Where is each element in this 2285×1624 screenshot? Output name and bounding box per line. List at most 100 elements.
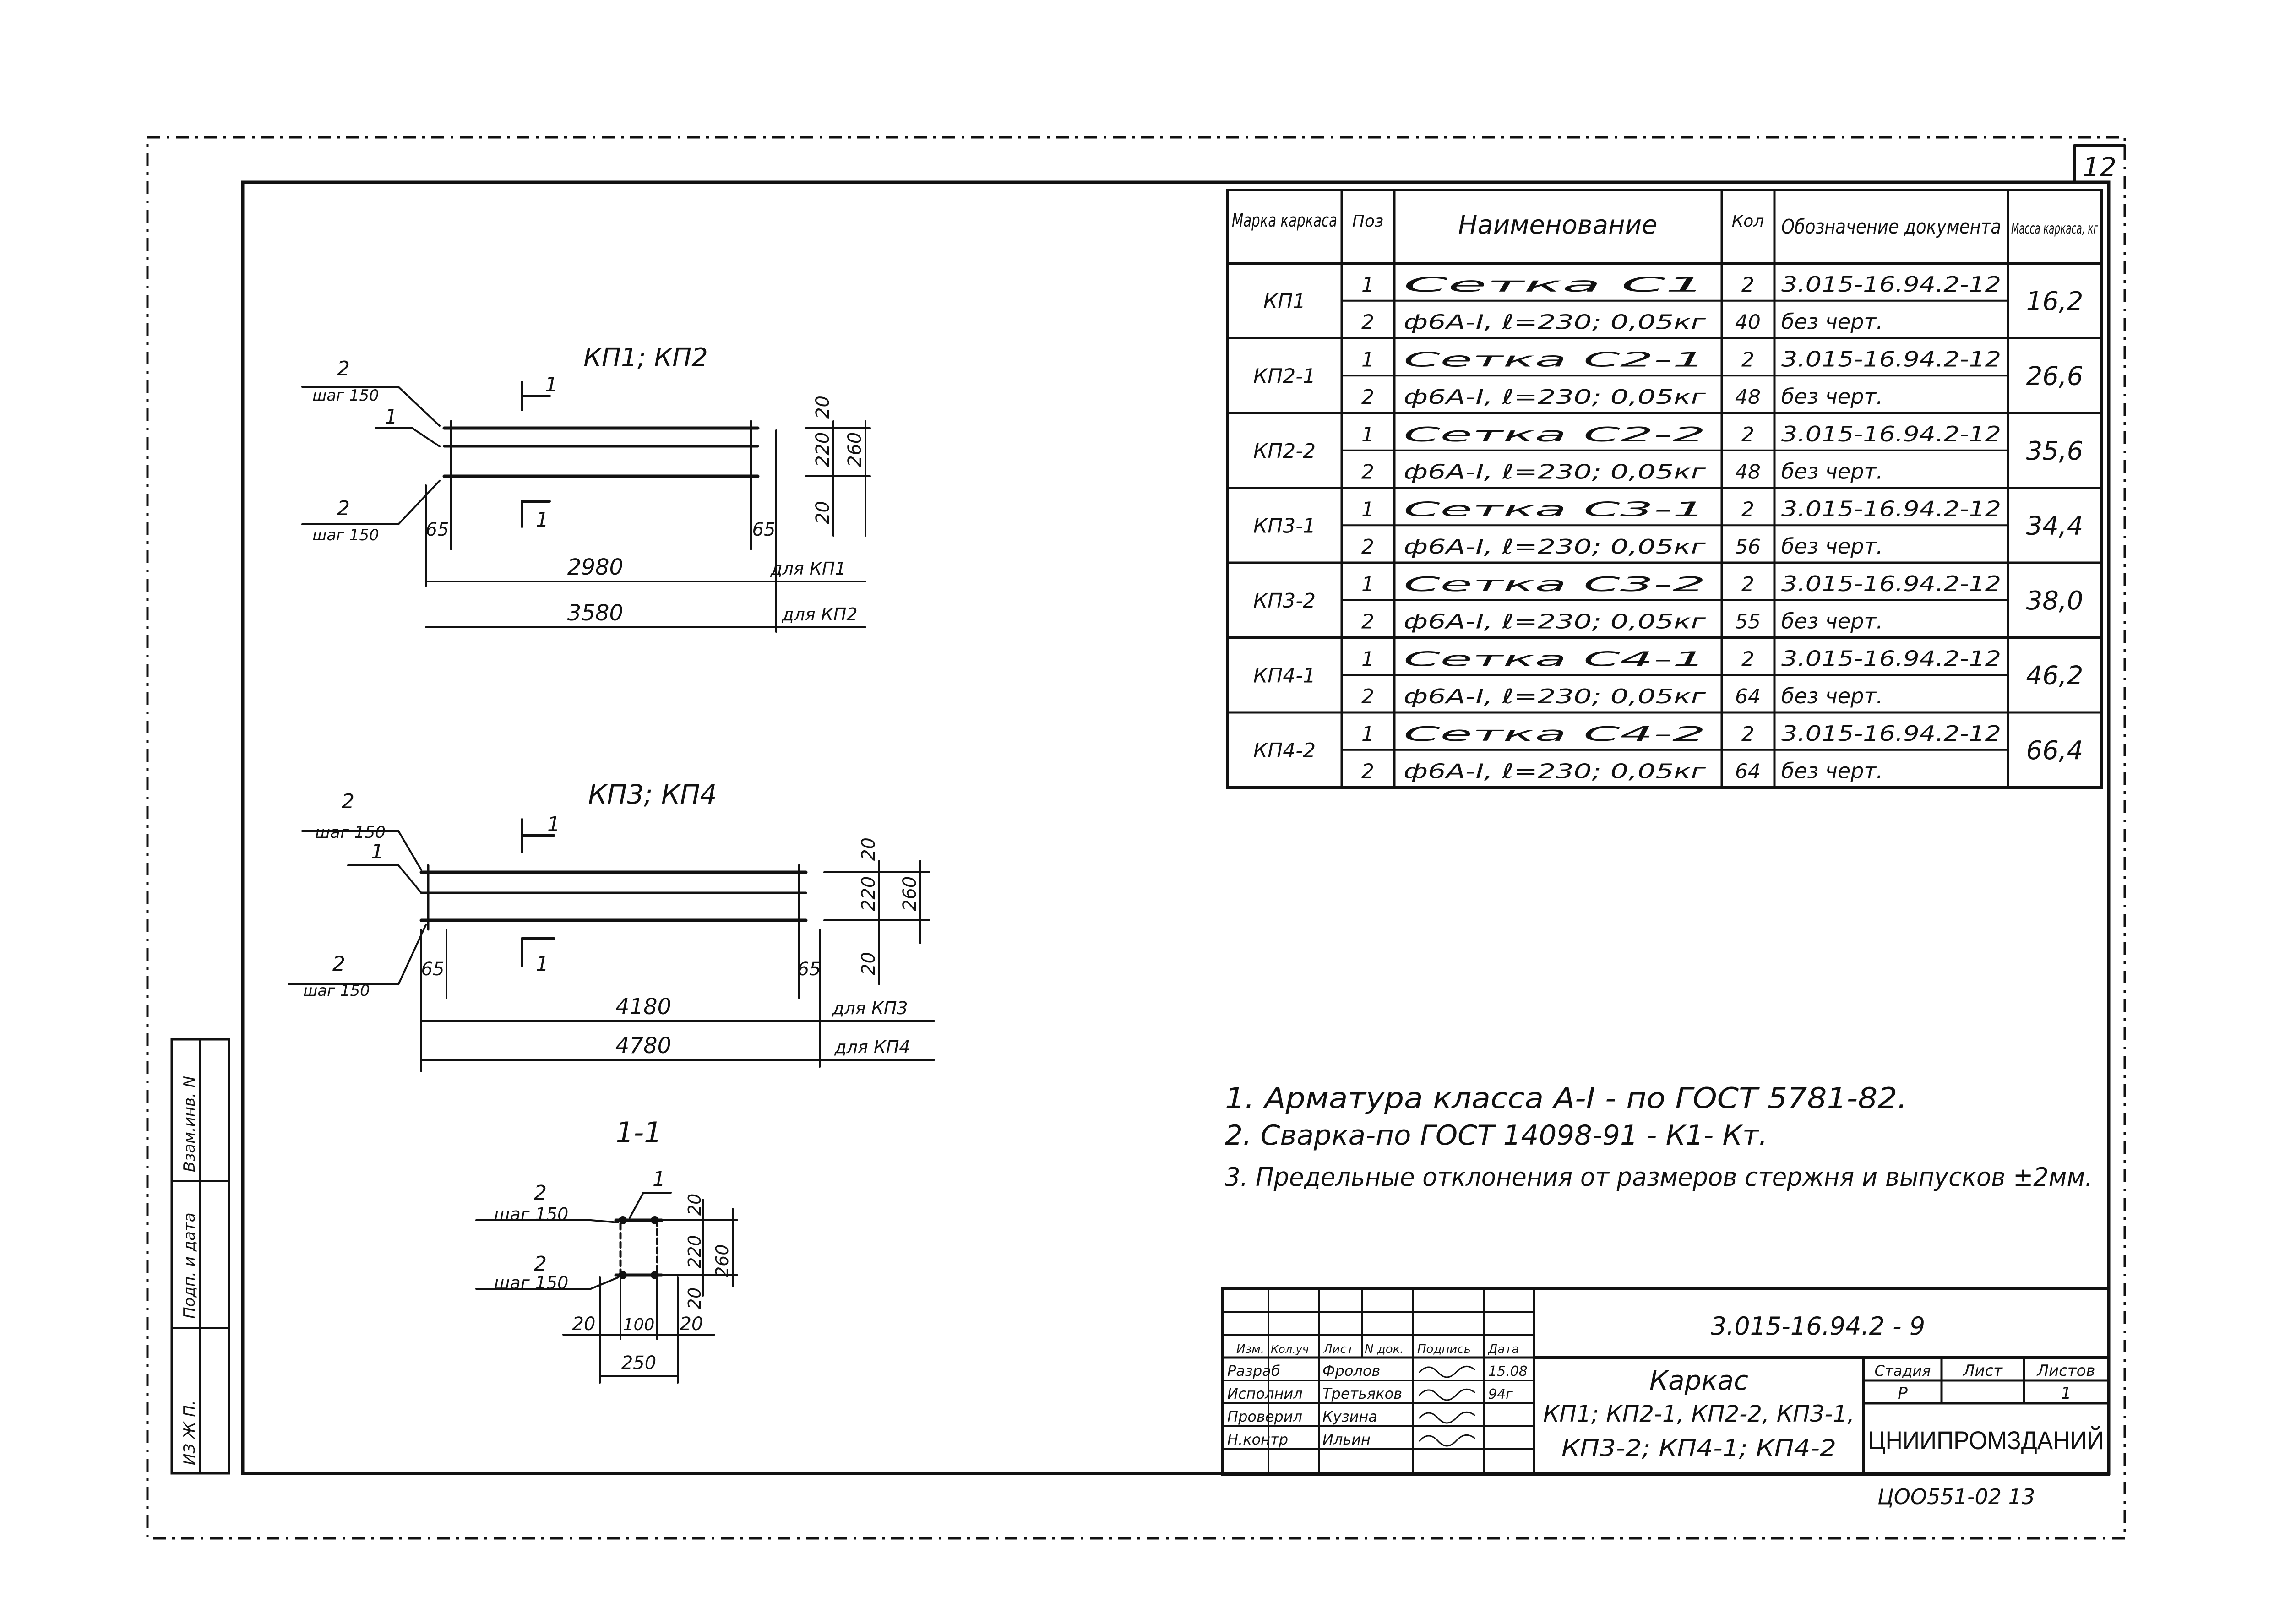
view2-dim-side-total: 260	[899, 876, 920, 911]
tb-col-date: Дата	[1488, 1342, 1519, 1356]
section-1-1: 1-1 1 2 шаг 150 2 шаг 150 20 220 20 260	[475, 1116, 738, 1384]
view1-len1: 2980	[567, 554, 623, 580]
view2-dim-right: 65	[798, 959, 821, 980]
spec-name: Сетка С1	[1404, 273, 1706, 297]
section-mark-top: 1	[521, 373, 558, 411]
note-1: 1. Арматура класса А-I - по ГОСТ 5781-82…	[1225, 1081, 1907, 1115]
spec-pos: 1	[1361, 348, 1374, 371]
section-mark-top: 1	[521, 813, 560, 853]
tb-col-list: Лист	[1323, 1342, 1354, 1356]
signature-mark	[1419, 1365, 1475, 1378]
tb-stage-header: Стадия	[1875, 1362, 1931, 1380]
tb-title-line2: КП1; КП2-1, КП2-2, КП3-1,	[1543, 1401, 1855, 1427]
inner-frame	[241, 180, 2111, 1475]
spec-doc: 3.015-16.94.2-12	[1781, 721, 2001, 746]
tb-sheet-header: Лист	[1962, 1362, 2003, 1380]
spec-name: ф6А-I, ℓ=230; 0,05кг	[1404, 311, 1706, 334]
spec-qty: 2	[1741, 348, 1754, 371]
view2-label-pos2-top: 2	[342, 790, 354, 813]
spec-qty: 56	[1735, 535, 1761, 559]
spec-doc: без черт.	[1781, 609, 1883, 634]
spec-qty: 40	[1735, 311, 1761, 334]
archive-stamp: ЦОО551-02 13	[1877, 1484, 2035, 1509]
view1-dim-side-top: 20	[812, 396, 833, 419]
spec-header-pos: Поз	[1352, 212, 1383, 231]
view2-dim-side-top: 20	[858, 837, 879, 861]
tb-stage: Р	[1898, 1384, 1908, 1403]
section-label-pitch-top: шаг 150	[494, 1204, 569, 1224]
svg-text:1: 1	[536, 508, 549, 532]
spec-qty: 64	[1735, 685, 1761, 708]
view1-title: КП1; КП2	[583, 343, 708, 373]
tb-role: Разраб	[1227, 1362, 1280, 1380]
section-label-pos2-bottom: 2	[534, 1252, 547, 1276]
section-dim-h-mid: 100	[623, 1315, 655, 1334]
spec-name: Сетка С4-1	[1404, 647, 1706, 671]
spec-pos: 2	[1361, 535, 1374, 559]
spec-doc: без черт.	[1781, 310, 1883, 334]
view1-label-pitch-top: шаг 150	[312, 386, 379, 405]
spec-pos: 1	[1361, 573, 1374, 596]
signature-mark	[1419, 1388, 1475, 1401]
view2-dim-left: 65	[421, 959, 445, 980]
tb-role-name: Кузина	[1322, 1408, 1377, 1425]
view2-dim-side-mid: 220	[858, 876, 879, 911]
view2-label-pitch-bottom: шаг 150	[303, 982, 370, 1000]
view1-len1-note: для КП1	[770, 559, 846, 579]
spec-header-mark: Марка каркаса	[1232, 210, 1337, 231]
spec-mass: 34,4	[2026, 511, 2084, 541]
spec-qty: 2	[1741, 273, 1754, 297]
section-dim-h-total: 250	[621, 1352, 656, 1374]
side-stamp: ИЗ Ж П. Подп. и дата Взам.инв. N	[170, 1038, 230, 1475]
section-label-pitch-bottom: шаг 150	[494, 1273, 569, 1293]
view1-dim-side-bottom: 20	[812, 501, 833, 524]
section-dim-h-left: 20	[572, 1314, 596, 1335]
spec-qty: 48	[1735, 386, 1761, 409]
spec-name: ф6А-I, ℓ=230; 0,05кг	[1404, 610, 1706, 634]
view2-len2: 4780	[615, 1033, 671, 1059]
tb-role: Исполнил	[1227, 1385, 1303, 1402]
spec-mark: КП4-2	[1253, 739, 1316, 762]
spec-name: ф6А-I, ℓ=230; 0,05кг	[1404, 760, 1706, 783]
trim-border	[146, 136, 2126, 1540]
spec-name: ф6А-I, ℓ=230; 0,05кг	[1404, 685, 1706, 708]
spec-doc: 3.015-16.94.2-12	[1781, 496, 2001, 521]
view2-label-pitch-top: шаг 150	[315, 823, 386, 842]
view-kp1-kp2: КП1; КП2 1 1 2 шаг 150 1 2 шаг 150	[301, 343, 871, 633]
tb-doc-code: 3.015-16.94.2 - 9	[1711, 1312, 1925, 1341]
section-dim-v-mid: 220	[685, 1235, 705, 1268]
spec-doc: 3.015-16.94.2-12	[1781, 272, 2001, 297]
tb-col-kol: Кол.уч	[1271, 1343, 1309, 1356]
spec-mass: 35,6	[2026, 436, 2084, 466]
spec-qty: 2	[1741, 423, 1754, 446]
tb-role-name: Третьяков	[1322, 1385, 1402, 1402]
view1-dim-side-mid: 220	[812, 432, 833, 467]
spec-doc: без черт.	[1781, 534, 1883, 559]
spec-mass: 66,4	[2026, 736, 2084, 766]
spec-mark: КП3-1	[1253, 514, 1316, 538]
spec-mark: КП4-1	[1253, 664, 1316, 687]
spec-header-mass: Масса каркаса, кг	[2011, 220, 2098, 237]
spec-header-doc: Обозначение документа	[1781, 215, 2001, 239]
page-number: 12	[2083, 152, 2116, 183]
spec-name: Сетка С2-1	[1404, 348, 1706, 371]
bar-dot	[651, 1216, 659, 1224]
spec-pos: 2	[1361, 311, 1374, 334]
side-stamp-2: Подп. и дата	[180, 1212, 199, 1319]
spec-name: ф6А-I, ℓ=230; 0,05кг	[1404, 461, 1706, 484]
spec-pos: 1	[1361, 722, 1374, 746]
view1-label-pos1: 1	[385, 405, 397, 429]
spec-qty: 55	[1735, 610, 1761, 634]
spec-name: Сетка С3-1	[1404, 498, 1706, 521]
spec-header-name: Наименование	[1458, 210, 1657, 240]
spec-pos: 1	[1361, 647, 1374, 671]
section-label-pos1: 1	[653, 1168, 665, 1191]
signature-mark	[1419, 1434, 1475, 1447]
tb-title-line1: Каркас	[1649, 1365, 1748, 1396]
spec-pos: 1	[1361, 273, 1374, 297]
spec-table: Марка каркаса Поз Наименование Кол Обозн…	[1226, 189, 2103, 789]
spec-pos: 1	[1361, 423, 1374, 446]
tb-col-sign: Подпись	[1417, 1342, 1471, 1356]
spec-doc: 3.015-16.94.2-12	[1781, 646, 2001, 671]
spec-pos: 2	[1361, 461, 1374, 484]
